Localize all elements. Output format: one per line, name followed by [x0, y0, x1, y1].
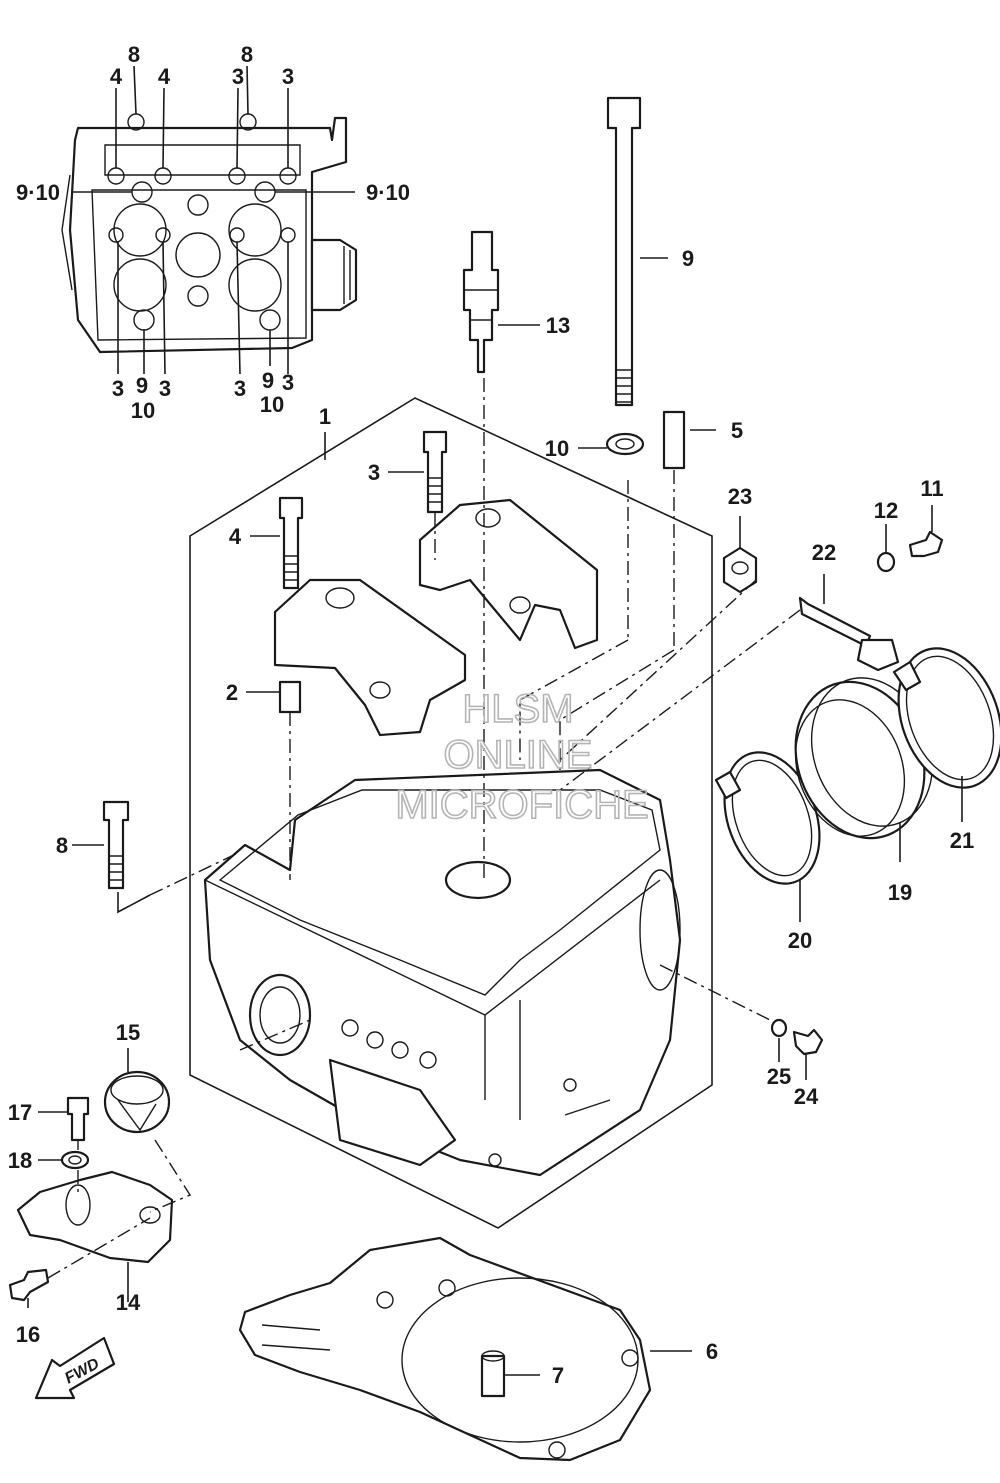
bolt-22 — [798, 596, 900, 672]
assembly-enclosure — [189, 397, 713, 1229]
dowel-7 — [480, 1350, 506, 1398]
inset-callout-3-c: 3 — [112, 376, 124, 401]
callout-23: 23 — [728, 484, 752, 509]
callout-4: 4 — [229, 524, 242, 549]
inset-callout-4-b: 4 — [158, 64, 171, 89]
spark-plug-13 — [462, 230, 500, 374]
stud-bolt-9 — [606, 96, 642, 407]
callout-8: 8 — [56, 833, 68, 858]
watermark-line1: HLSM — [462, 687, 573, 731]
callout-19: 19 — [888, 880, 912, 905]
callout-13: 13 — [546, 313, 570, 338]
callout-20: 20 — [788, 928, 812, 953]
cap-23 — [722, 546, 758, 594]
inset-callout-8-left: 8 — [128, 42, 140, 67]
callout-18: 18 — [8, 1148, 32, 1173]
bolt-16 — [8, 1268, 50, 1302]
camshaft-holder-right — [418, 498, 599, 650]
inset-callout-3-e: 3 — [234, 376, 246, 401]
dowel-2 — [278, 680, 302, 714]
main-leaders — [27, 257, 963, 1376]
inset-callout-10-a: 10 — [131, 398, 155, 423]
bolt-8 — [102, 800, 130, 890]
washer-25 — [770, 1018, 788, 1038]
inset-callout-3-b: 3 — [282, 64, 294, 89]
inset-callout-3-f: 3 — [282, 370, 294, 395]
callout-6: 6 — [706, 1339, 718, 1364]
callout-7: 7 — [552, 1363, 564, 1388]
callout-9: 9 — [682, 246, 694, 271]
fwd-arrow-icon: FWD — [34, 1336, 116, 1400]
watermark-line2: ONLINE — [444, 733, 593, 777]
intake-clamp-20 — [714, 751, 821, 885]
callout-14: 14 — [116, 1290, 141, 1315]
callout-21: 21 — [950, 828, 974, 853]
dowel-5 — [662, 410, 686, 470]
bolt-24 — [792, 1028, 824, 1056]
watermark: HLSM ONLINE MICROFICHE — [395, 686, 650, 828]
cylinder-head — [203, 768, 682, 1177]
head-gasket-6 — [238, 1236, 652, 1462]
bolt-4 — [278, 496, 304, 590]
washer-12 — [876, 551, 896, 573]
inset-callout-9-10-right: 9·10 — [366, 180, 410, 205]
watermark-line3: MICROFICHE — [395, 783, 648, 827]
inset-callout-labels: 8 8 4 4 3 3 9·10 9·10 3 9 3 10 3 9 3 10 — [16, 42, 410, 423]
callout-12: 12 — [874, 498, 898, 523]
bolt-17 — [66, 1096, 90, 1142]
inset-head-top-view — [61, 113, 358, 354]
thermostat-housing-14 — [16, 1170, 174, 1264]
callout-16: 16 — [16, 1322, 40, 1347]
bolt-11 — [908, 530, 944, 558]
camshaft-holder-left — [273, 578, 467, 737]
inset-callout-9-a: 9 — [136, 373, 148, 398]
callout-5: 5 — [731, 418, 743, 443]
inset-callout-9-10-left: 9·10 — [16, 180, 60, 205]
inset-callout-9-b: 9 — [262, 368, 274, 393]
callout-25: 25 — [767, 1064, 791, 1089]
callout-3: 3 — [368, 460, 380, 485]
inset-callout-4-a: 4 — [110, 64, 123, 89]
callout-1: 1 — [319, 404, 331, 429]
inset-callout-8-right: 8 — [241, 42, 253, 67]
callout-24: 24 — [794, 1084, 819, 1109]
callout-2: 2 — [226, 680, 238, 705]
intake-clamp-21 — [892, 647, 1000, 789]
callout-22: 22 — [812, 540, 836, 565]
callout-17: 17 — [8, 1100, 32, 1125]
inset-callout-3-a: 3 — [232, 64, 244, 89]
thermostat-15 — [103, 1070, 171, 1134]
inset-callout-3-d: 3 — [159, 376, 171, 401]
washer-10 — [605, 432, 645, 456]
callout-15: 15 — [116, 1020, 140, 1045]
washer-18 — [60, 1150, 90, 1170]
callout-labels: 1 2 3 4 5 6 7 8 9 10 11 12 13 14 15 16 1… — [8, 246, 974, 1388]
bolt-3 — [422, 430, 448, 514]
callout-10: 10 — [545, 436, 569, 461]
callout-11: 11 — [920, 476, 943, 501]
inset-leaders — [72, 65, 355, 375]
inset-callout-10-b: 10 — [260, 392, 284, 417]
